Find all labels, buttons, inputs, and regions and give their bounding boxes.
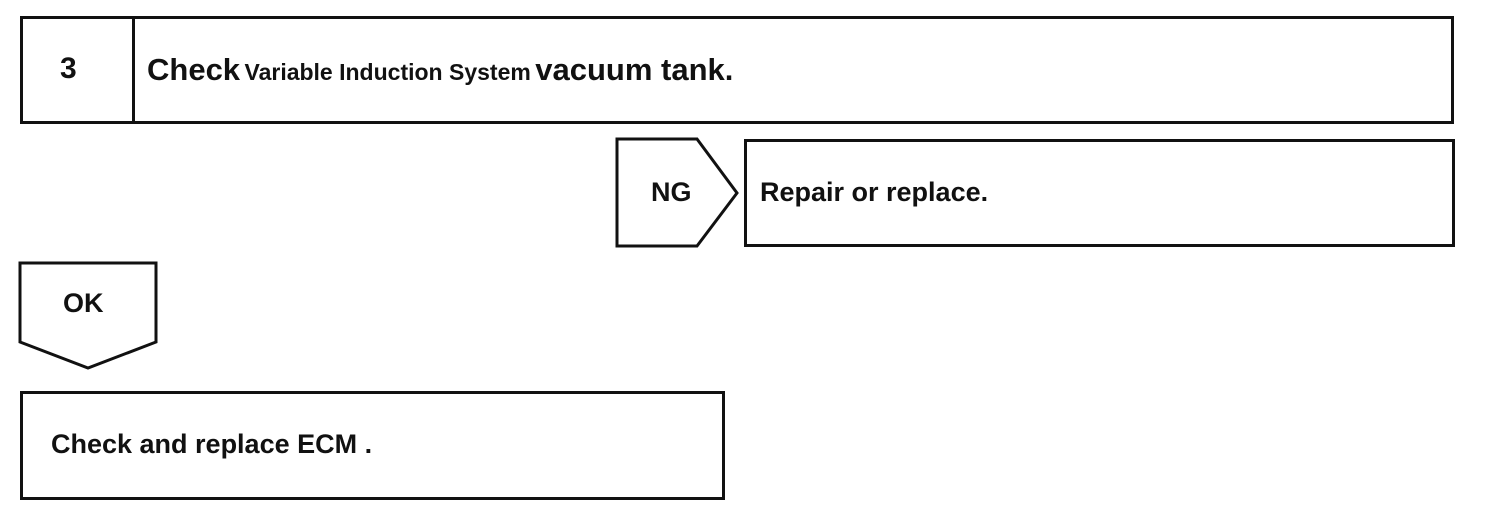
ok-action-text: Check and replace ECM . <box>51 429 372 460</box>
ng-action-box <box>744 139 1455 247</box>
step-title-component: vacuum tank <box>535 52 725 87</box>
ng-label: NG <box>651 177 692 207</box>
ok-action-period: . <box>364 429 373 459</box>
ng-action-text: Repair or replace. <box>760 177 989 207</box>
step-title: Check Variable Induction System vacuum t… <box>147 52 733 88</box>
step-title-period: . <box>724 52 734 87</box>
step-title-check: Check <box>147 52 241 87</box>
step-number-divider <box>132 16 135 124</box>
ok-label: OK <box>63 288 104 318</box>
step-title-system: Variable Induction System <box>244 59 531 85</box>
step-box <box>20 16 1454 124</box>
step-number: 3 <box>60 52 77 85</box>
ok-action-box <box>20 391 725 500</box>
ok-action-label: Check and replace ECM <box>51 429 358 459</box>
